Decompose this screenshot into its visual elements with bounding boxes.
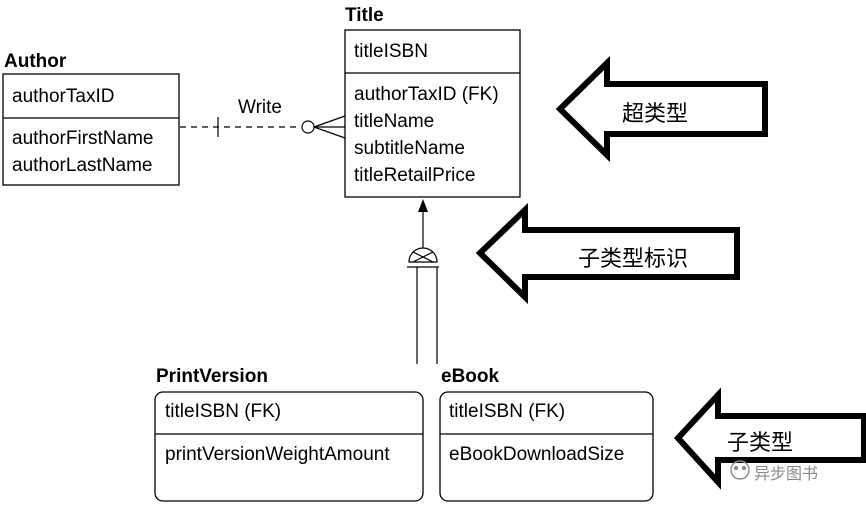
printversion-box	[154, 391, 424, 502]
crowfoot-bottom	[313, 126, 346, 139]
ebook-entity-name: eBook	[441, 366, 500, 387]
title-attribute: titleRetailPrice	[354, 165, 476, 186]
ebook-attribute: eBookDownloadSize	[449, 444, 625, 465]
title-attribute: subtitleName	[354, 138, 465, 159]
subtype-arrow-label: 子类型	[727, 431, 794, 456]
discriminator-semicircle	[408, 247, 438, 263]
title-attribute: titleName	[354, 111, 435, 132]
subtype-arrow-shape	[673, 387, 866, 490]
title-attribute: authorTaxID (FK)	[354, 84, 499, 105]
title-entity-name: Title	[345, 5, 384, 26]
zero-cardinality-circle	[301, 120, 315, 134]
printversion-entity-name: PrintVersion	[156, 366, 268, 387]
ebook-box	[439, 391, 654, 502]
author-attribute: authorLastName	[12, 155, 153, 176]
write-relationship-label: Write	[238, 97, 282, 118]
crowfoot-top	[313, 115, 346, 128]
printversion-key-attribute: titleISBN (FK)	[165, 401, 282, 422]
supertype-arrow-label: 超类型	[622, 102, 689, 127]
subtype-discriminator-arrow-shape	[475, 202, 740, 305]
supertype-arrowhead	[418, 199, 428, 212]
author-box	[2, 73, 180, 186]
watermark-logo-icon	[730, 460, 750, 480]
author-key-attribute: authorTaxID	[12, 86, 115, 107]
supertype-arrow-shape	[555, 55, 768, 163]
ebook-key-attribute: titleISBN (FK)	[449, 401, 566, 422]
discriminator-cross-b	[412, 251, 434, 263]
title-box	[344, 29, 521, 198]
watermark-text: 异步图书	[754, 464, 819, 483]
author-entity-name: Author	[4, 51, 67, 72]
author-attribute: authorFirstName	[12, 128, 154, 149]
printversion-attribute: printVersionWeightAmount	[165, 444, 390, 465]
title-key-attribute: titleISBN	[354, 41, 428, 62]
subtype-discriminator-arrow-label: 子类型标识	[578, 247, 689, 272]
